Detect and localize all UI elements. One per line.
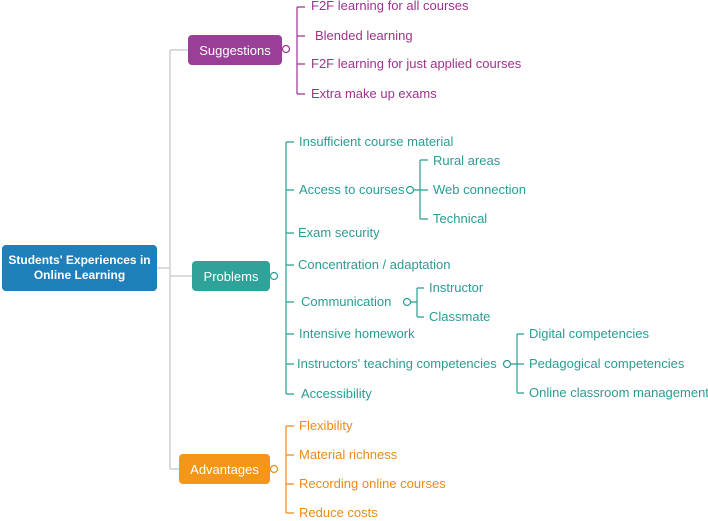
root-label: Students' Experiences in Online Learning bbox=[8, 253, 151, 282]
advantage-item[interactable]: Recording online courses bbox=[299, 476, 446, 491]
suggestion-item[interactable]: Extra make up exams bbox=[311, 86, 437, 101]
suggestion-item[interactable]: Blended learning bbox=[315, 28, 413, 43]
competency-subitem[interactable]: Digital competencies bbox=[529, 326, 649, 341]
advantage-item[interactable]: Material richness bbox=[299, 447, 398, 462]
problem-item[interactable]: Concentration / adaptation bbox=[298, 257, 451, 272]
advantage-item[interactable]: Flexibility bbox=[299, 418, 353, 433]
communication-subitem[interactable]: Instructor bbox=[429, 280, 484, 295]
advantages-label: Advantages bbox=[190, 461, 259, 477]
access-subitem[interactable]: Technical bbox=[433, 211, 488, 226]
problem-item[interactable]: Instructors' teaching competencies bbox=[297, 356, 497, 371]
competency-subitem[interactable]: Online classroom management bbox=[529, 385, 708, 400]
competency-subitem[interactable]: Pedagogical competencies bbox=[529, 356, 685, 371]
advantages-node[interactable]: Advantages bbox=[179, 454, 270, 484]
problem-item[interactable]: Intensive homework bbox=[299, 326, 415, 341]
root-node[interactable]: Students' Experiences in Online Learning bbox=[2, 245, 157, 291]
problem-item[interactable]: Insufficient course material bbox=[299, 134, 454, 149]
problems-node[interactable]: Problems bbox=[192, 261, 270, 291]
communication-subitem[interactable]: Classmate bbox=[429, 309, 491, 324]
suggestions-label: Suggestions bbox=[199, 42, 271, 58]
problem-item[interactable]: Communication bbox=[301, 294, 392, 309]
problems-label: Problems bbox=[203, 268, 259, 284]
suggestion-item[interactable]: F2F learning for just applied courses bbox=[311, 56, 522, 71]
advantage-item[interactable]: Reduce costs bbox=[299, 505, 378, 520]
problem-item[interactable]: Exam security bbox=[298, 225, 380, 240]
suggestions-node[interactable]: Suggestions bbox=[188, 35, 282, 65]
problem-item[interactable]: Accessibility bbox=[301, 386, 372, 401]
access-subitem[interactable]: Rural areas bbox=[433, 153, 501, 168]
suggestion-item[interactable]: F2F learning for all courses bbox=[311, 0, 469, 13]
problem-item[interactable]: Access to courses bbox=[299, 182, 405, 197]
access-subitem[interactable]: Web connection bbox=[433, 182, 526, 197]
